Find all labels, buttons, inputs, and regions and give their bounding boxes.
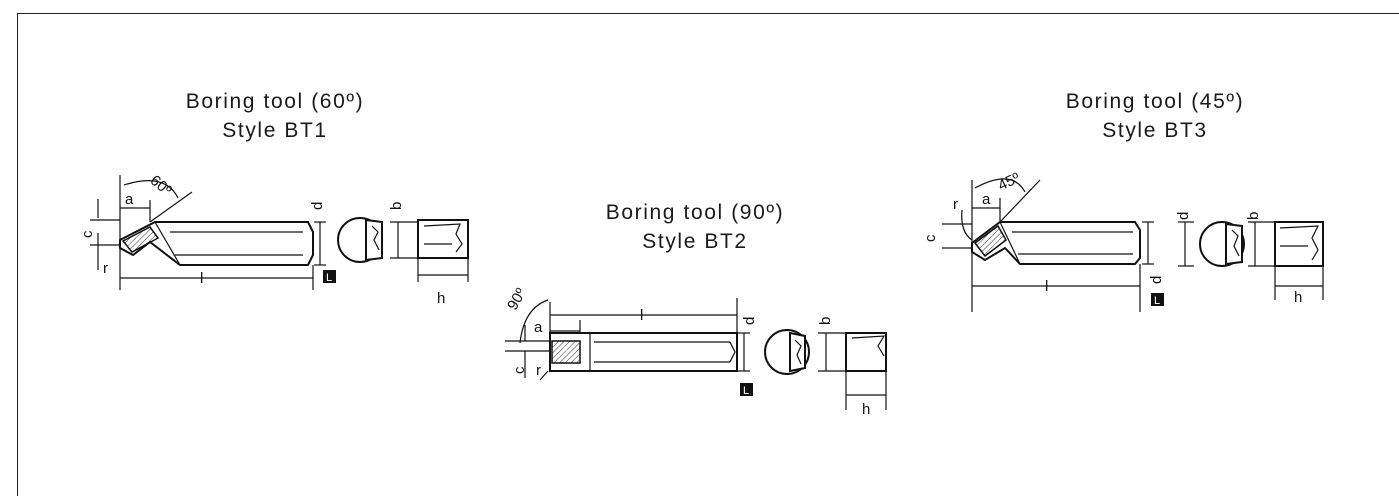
angle-label: 90º xyxy=(504,285,530,313)
dim-c-label: c xyxy=(511,366,528,374)
bt1-cutting-tip xyxy=(121,226,160,253)
angle-label: 60º xyxy=(147,172,175,200)
bt3-end-view: d b xyxy=(1175,212,1275,267)
marker-label: L xyxy=(326,272,332,284)
bt1-marker: L xyxy=(323,270,336,284)
bt2-end-view: b xyxy=(764,317,846,375)
dim-a-label: a xyxy=(125,191,134,208)
marker-label: L xyxy=(743,385,749,397)
dim-c-label: c xyxy=(79,230,96,238)
dim-h-label: h xyxy=(437,290,445,307)
bt1-drawing: a 60º c r l d L b h xyxy=(79,172,469,307)
bt3-shank xyxy=(971,221,1141,265)
dim-c-label: c xyxy=(922,234,939,242)
bt2-marker: L xyxy=(740,383,753,397)
bt1-end-view: b xyxy=(337,202,418,263)
dim-r-label: r xyxy=(103,260,108,277)
bt2-drawing: a 90º c r l d L b h xyxy=(504,285,887,418)
tool-title-bt2: Boring tool (90º) Style BT2 xyxy=(550,198,840,256)
dim-b-label: b xyxy=(817,317,834,325)
diagram-frame xyxy=(17,13,1399,496)
dim-a-label: a xyxy=(982,191,991,208)
dim-l-label: l xyxy=(640,307,643,324)
dim-d2-label: d xyxy=(1175,212,1192,220)
bt1-shank xyxy=(119,221,314,266)
dim-d-label: d xyxy=(741,317,758,325)
bt2-shank xyxy=(549,332,738,372)
bt3-cutting-tip xyxy=(973,224,1007,258)
dim-l-label: l xyxy=(200,270,203,287)
bt1-side-view: h xyxy=(417,219,469,307)
bt3-marker: L xyxy=(1151,293,1164,307)
dim-b-label: b xyxy=(388,202,405,210)
dim-l-label: l xyxy=(1045,278,1048,295)
tool-style: Style BT3 xyxy=(1102,119,1208,142)
dim-r-label: r xyxy=(536,362,541,379)
bt2-cutting-tip xyxy=(551,340,581,364)
tool-style: Style BT1 xyxy=(222,119,328,142)
bt2-side-view: h xyxy=(845,332,887,418)
tool-title-bt3: Boring tool (45º) Style BT3 xyxy=(1010,87,1300,145)
dim-b-label: b xyxy=(1245,212,1262,220)
tool-name: Boring tool (45º) xyxy=(1065,90,1245,113)
marker-label: L xyxy=(1154,295,1160,307)
dim-d-label: d xyxy=(309,202,326,210)
tool-style: Style BT2 xyxy=(642,230,748,253)
dim-a-label: a xyxy=(534,319,543,336)
dim-h-label: h xyxy=(1294,289,1302,306)
tool-title-bt1: Boring tool (60º) Style BT1 xyxy=(130,87,420,145)
angle-label: 45º xyxy=(995,169,1023,194)
bt3-side-view: h xyxy=(1274,221,1324,306)
tool-name: Boring tool (90º) xyxy=(605,201,785,224)
bt1-dimensions: a 60º c r l d xyxy=(79,172,326,290)
bt3-drawing: a 45º c r l d L d b xyxy=(922,169,1324,312)
dim-h-label: h xyxy=(862,401,870,418)
dim-r-label: r xyxy=(953,196,958,213)
bt3-dimensions: a 45º c r l d xyxy=(922,169,1165,312)
tool-name: Boring tool (60º) xyxy=(185,90,365,113)
dim-d-label: d xyxy=(1148,276,1165,284)
